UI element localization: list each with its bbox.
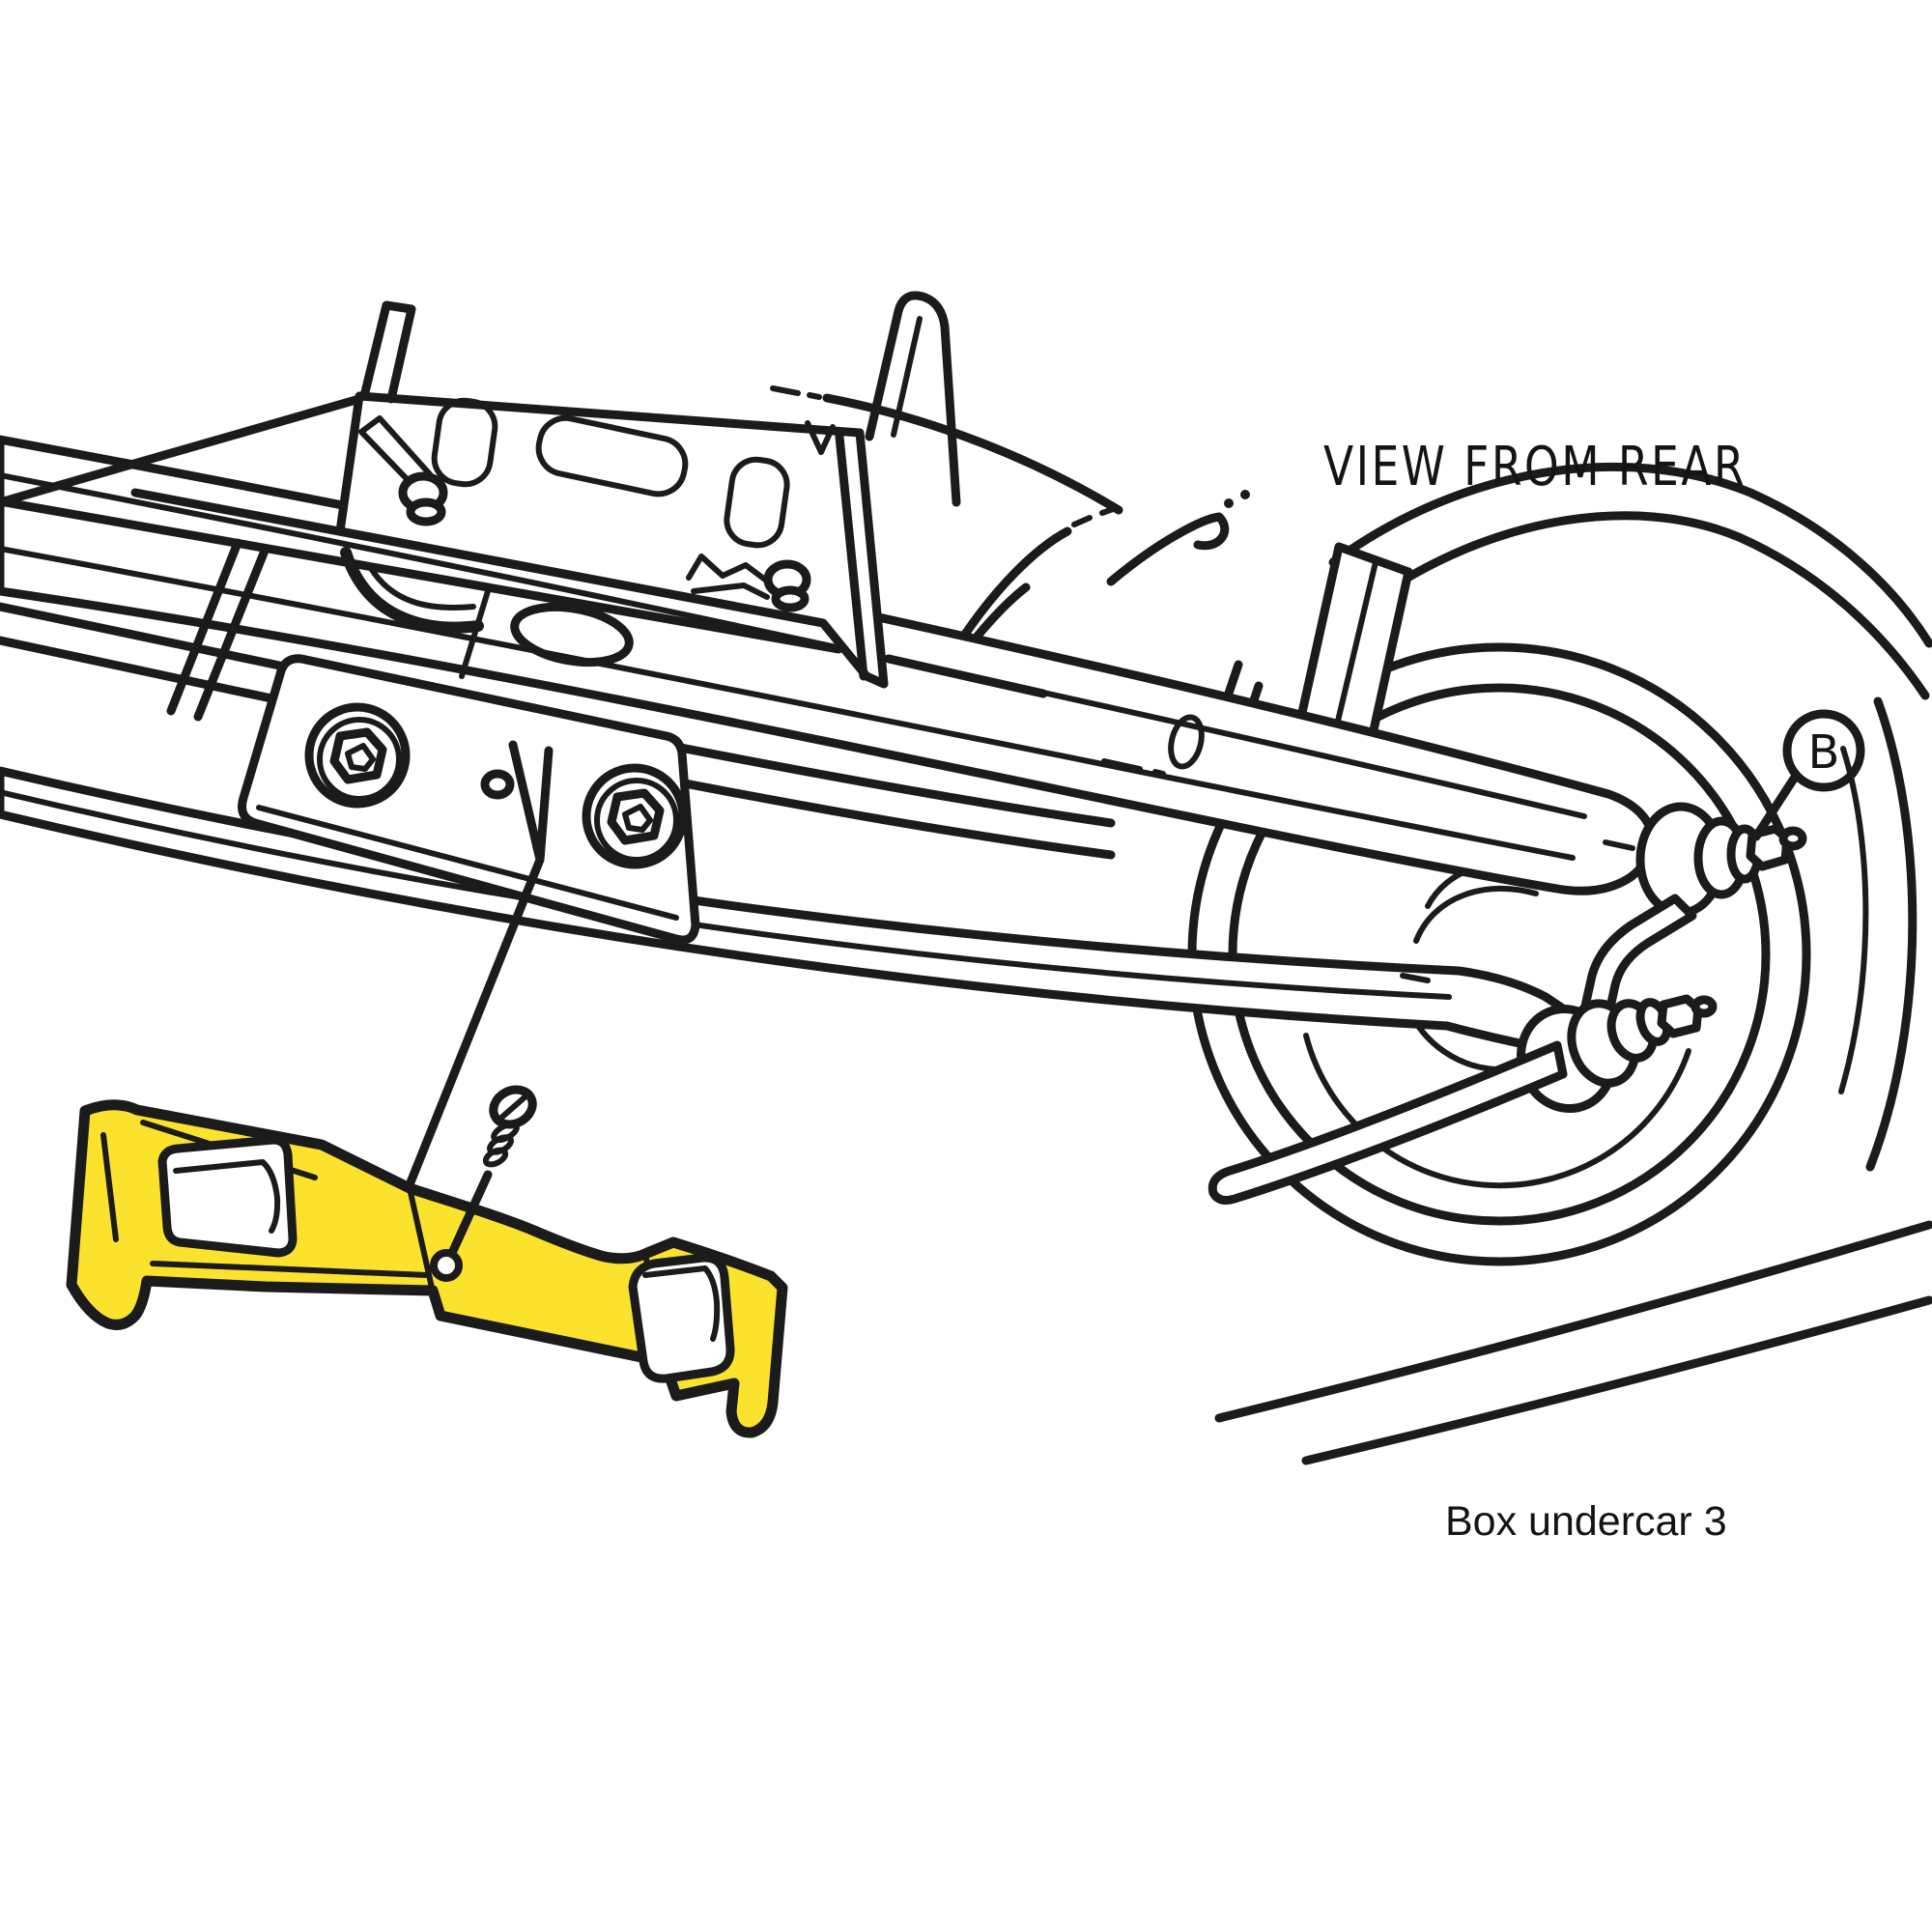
left-body-line [0,394,364,507]
hex-bolt-facet [345,743,376,772]
bracket-left-supports [166,538,270,722]
beam-dash-dot [185,499,250,518]
hanger-hook-outer [340,547,484,634]
plate-bolt-collar [771,585,810,612]
subframe-bracket [238,654,700,945]
plate-left-post [359,300,416,404]
caption: Box undercar 3 [1445,1498,1727,1545]
window-lip [173,1159,281,1234]
link-dash [1400,973,1431,983]
highlighted-undercar-bracket [66,1099,788,1438]
window-lip [642,1265,721,1342]
bolt-clip [686,554,772,600]
ball-joint-nut [1657,994,1703,1038]
hex-bolt-washer-inner [594,778,679,863]
beam-oval-hole [510,602,634,668]
beam-details [166,538,634,722]
leader-line [406,740,554,1187]
screw-slot [498,1094,527,1121]
arm-hole [1168,714,1205,770]
mounting-plate-assembly [0,291,1048,698]
left-wall-crease [100,1132,119,1242]
ball-joint-stud [1690,995,1718,1018]
wing-bottom-lip [150,1261,430,1278]
seam-dot [1224,498,1234,508]
knuckle-link [1579,894,1697,1021]
mounting-screw [447,1085,537,1258]
callout-b-circle [1782,709,1865,792]
plate-slot [724,456,790,549]
screw-thread [482,1147,509,1168]
plate-bolt-collar [406,497,446,526]
beam-continuation [884,654,1048,698]
plate-right-wall [835,432,868,681]
hanger-hook-inner [366,562,476,611]
tire-arcs [1214,462,1932,1465]
plate-slot [431,397,498,488]
callout-b-label: B [1808,725,1840,780]
left-step-crease [407,1185,435,1291]
plate-slot [535,414,689,497]
stabilizer-bar [1208,1040,1568,1205]
screw-pointer-line [447,1170,493,1258]
callout-b-leader [1751,774,1799,841]
hub-stud-tip [1778,826,1807,851]
bolt-flap [358,415,433,489]
mounting-hole [430,1249,463,1282]
beam-crease [459,588,491,679]
callout-b: B [1751,709,1865,841]
hex-bolt-washer-inner [317,717,402,802]
plate-corner-fold [805,420,836,455]
plate-right-post-inner [891,316,923,438]
arm-dash-dot [1101,758,1166,777]
bracket-window [628,1253,735,1383]
beam-lower-edge [0,497,843,654]
hex-bolt-facet [622,804,653,833]
hex-bolt-head [607,788,665,845]
plate-right-post [865,291,961,507]
hex-bolt-head [329,727,387,784]
bracket-window [157,1135,298,1258]
view-label: VIEW FROM REAR [1323,436,1747,498]
bracket-bottom-lip [256,805,679,921]
seam-dot [1240,490,1250,499]
bracket-pilot-hole [480,769,515,800]
